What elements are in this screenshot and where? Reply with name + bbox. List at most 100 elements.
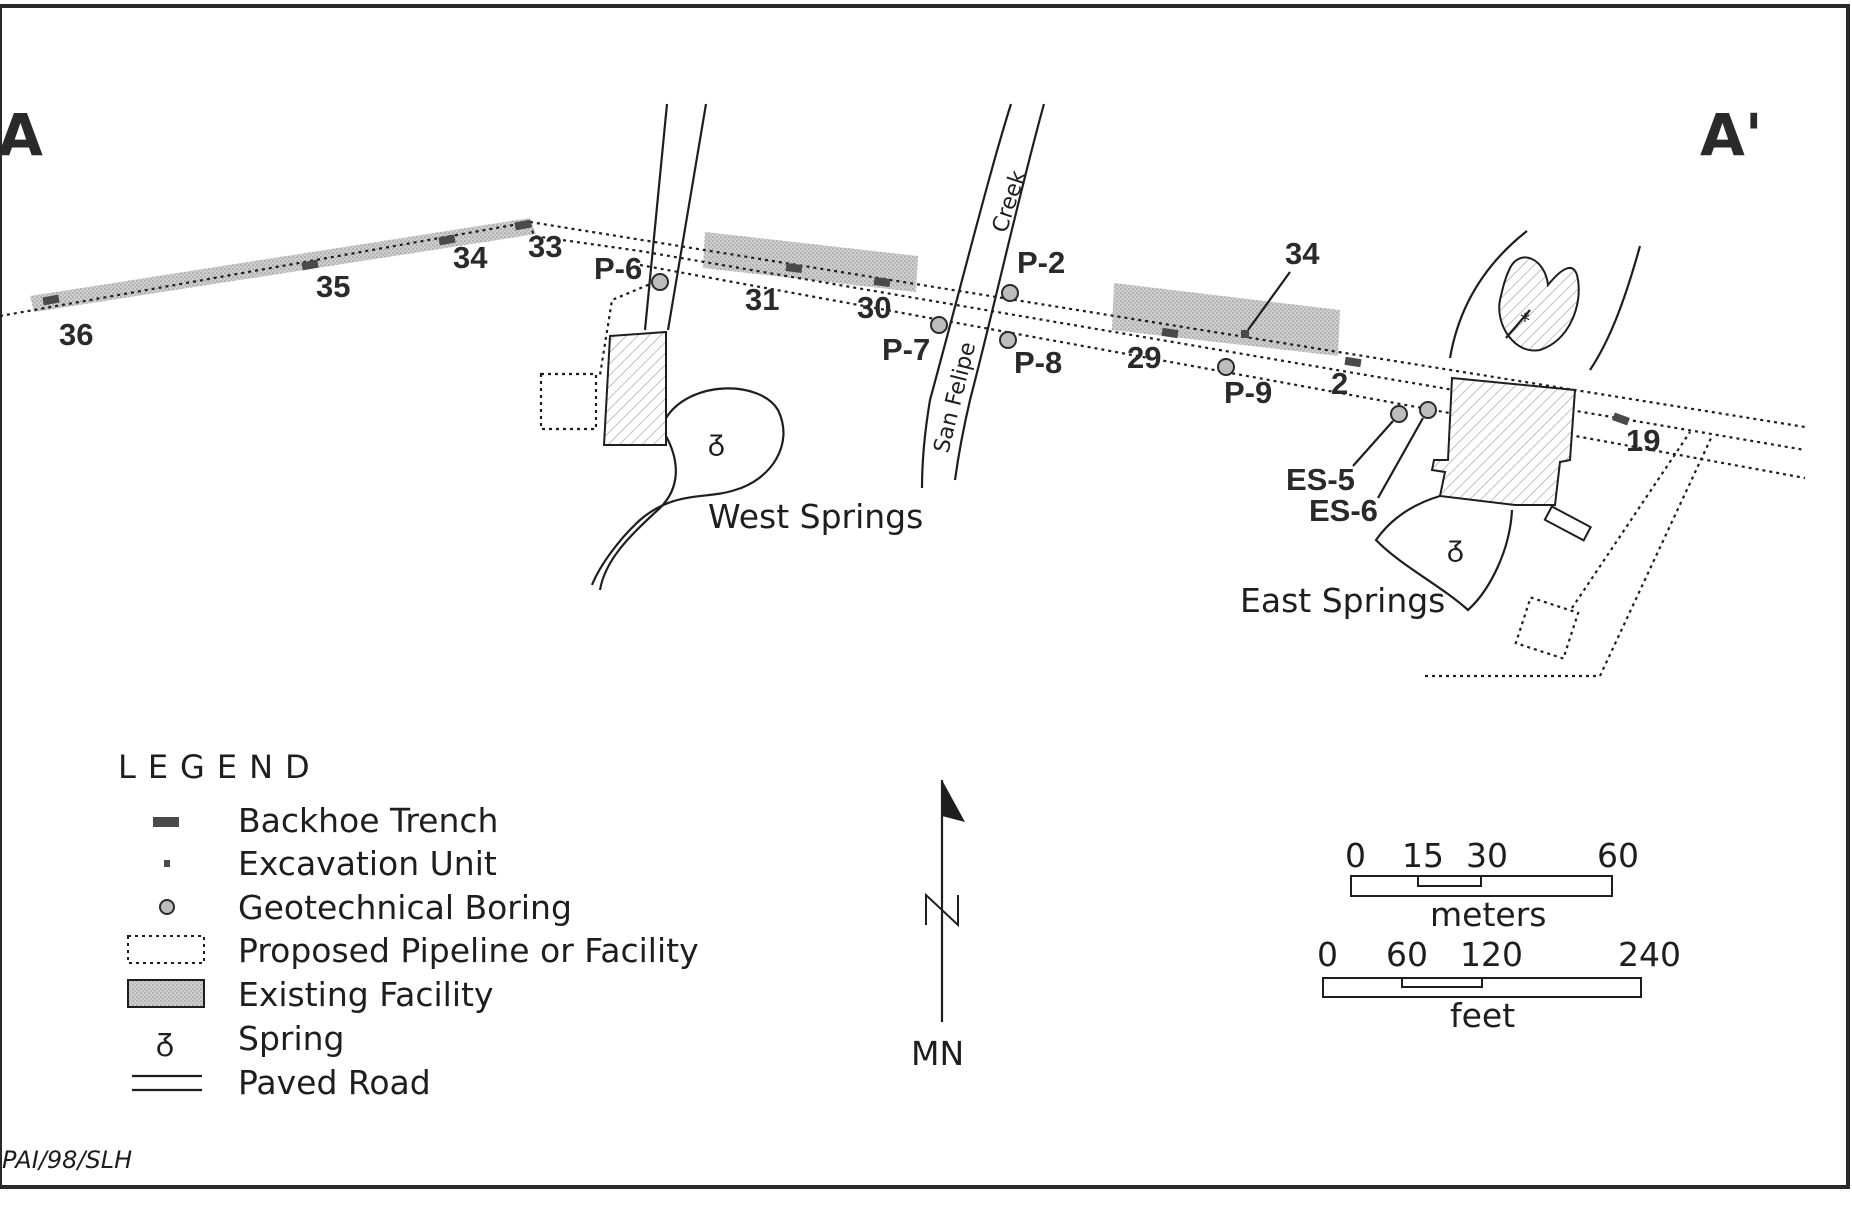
north-arrow-head-icon [942, 780, 965, 822]
scale-meters-tick-60: 60 [1597, 836, 1639, 875]
pipeline-south-line [639, 263, 1806, 480]
boring-p7 [930, 316, 948, 334]
existing-facility-east-springs [1430, 376, 1577, 506]
excavation-unit-symbol-icon [164, 860, 170, 867]
road-east-edge [666, 103, 708, 331]
boring-label-es5: ES-5 [1286, 462, 1355, 497]
creek-east-bank [953, 103, 1046, 481]
proposed-spur-east-2 [1599, 435, 1713, 677]
trench-label-31: 31 [745, 282, 779, 317]
san-felipe-creek [920, 103, 1046, 489]
existing-facility-west-springs [602, 330, 667, 446]
trench-label-29: 29 [1127, 340, 1161, 375]
legend-title: LEGEND [118, 748, 322, 786]
spring-symbol-west: ᵹ [708, 423, 725, 458]
scale-meters-tick-15: 15 [1402, 836, 1444, 875]
trench-label-34-west: 34 [453, 240, 488, 275]
trench-29 [1161, 327, 1179, 339]
stippled-box-symbol-icon [127, 979, 205, 1008]
scale-meters-tick-0: 0 [1345, 836, 1366, 875]
trench-symbol-icon [153, 817, 179, 827]
scale-meters-unit: meters [1430, 895, 1546, 934]
north-arrow-n-glyph [925, 892, 959, 928]
boring-label-p8: P-8 [1014, 345, 1062, 380]
dotted-box-symbol-icon [127, 935, 205, 964]
map-border [0, 4, 1850, 1189]
geotechnical-borings [651, 273, 1437, 499]
trench-35 [301, 259, 319, 271]
boring-es5-leader [1352, 420, 1394, 467]
existing-facility-mid-segment [703, 232, 918, 292]
legend-label-paved-road: Paved Road [238, 1063, 431, 1102]
legend-label-trench: Backhoe Trench [238, 801, 498, 840]
scale-bar-meters: 0 15 30 60 meters [1345, 836, 1639, 934]
boring-labels: P-6 P-2 P-7 P-8 P-9 ES-5 ES-6 [594, 245, 1378, 528]
boring-label-p9: P-9 [1224, 375, 1272, 410]
trench-31 [785, 263, 803, 273]
trench-labels: 36 35 34 33 31 30 29 34 2 19 [59, 229, 1660, 458]
scale-feet-tick-120: 120 [1460, 935, 1523, 974]
scale-feet-unit: feet [1450, 996, 1515, 1035]
proposed-spur-east-1 [1571, 431, 1691, 609]
north-arrow-label: MN [911, 1034, 964, 1073]
proposed-facility-east [1514, 596, 1580, 660]
trench-label-34-east: 34 [1285, 236, 1320, 271]
west-springs-outline-north [590, 387, 785, 586]
boring-symbol-icon [159, 899, 175, 915]
legend-label-excavation: Excavation Unit [238, 844, 497, 883]
pipeline-north-line [529, 220, 1806, 429]
creek-west-bank [920, 103, 1013, 489]
boring-label-p6: P-6 [594, 251, 642, 286]
section-end-label: A' [1700, 101, 1763, 169]
east-springs-area: * ᵹ [1374, 230, 1713, 678]
east-springs-label: East Springs [1240, 581, 1445, 620]
boring-label-p7: P-7 [882, 332, 930, 367]
road-east-north-edge [1448, 230, 1528, 359]
spring-symbol-icon: ᵹ [156, 1020, 174, 1058]
trench-label-19: 19 [1626, 423, 1660, 458]
north-arrow: MN [911, 780, 965, 1073]
proposed-facility-west [539, 372, 598, 431]
boring-es6-leader [1377, 417, 1424, 499]
trench-34-west [438, 234, 456, 246]
trench-19 [1612, 412, 1630, 426]
trench-label-33: 33 [528, 229, 562, 264]
road-east-south-edge [1589, 245, 1642, 371]
trench-label-30: 30 [857, 290, 891, 325]
trench-label-36: 36 [59, 317, 93, 352]
pond-marker: * [1520, 309, 1530, 333]
trench-2 [1344, 356, 1362, 368]
legend: LEGEND Backhoe Trench Excavation Unit Ge… [118, 748, 699, 1102]
map-credit: PAI/98/SLH [2, 1146, 132, 1174]
creek-label-part1: San Felipe [930, 340, 982, 456]
scale-bar-feet: 0 60 120 240 feet [1317, 935, 1681, 1035]
trench-33 [514, 219, 532, 231]
scale-feet-tick-60: 60 [1386, 935, 1428, 974]
scale-feet-tick-240: 240 [1618, 935, 1681, 974]
west-springs-outline-south [598, 435, 677, 591]
boring-label-es6: ES-6 [1309, 493, 1378, 528]
legend-label-existing: Existing Facility [238, 975, 494, 1014]
existing-facility-east-segment [1112, 283, 1340, 356]
scale-meters-tick-30: 30 [1466, 836, 1508, 875]
spring-symbol-east: ᵹ [1447, 529, 1464, 564]
trench-30 [873, 277, 891, 287]
road-west-edge [643, 103, 669, 331]
legend-label-proposed: Proposed Pipeline or Facility [238, 931, 699, 970]
backhoe-trenches [42, 219, 1630, 426]
scale-feet-tick-0: 0 [1317, 935, 1338, 974]
boring-p8 [999, 331, 1017, 349]
west-springs-area: ᵹ [539, 103, 785, 591]
trench-34-east [1241, 330, 1249, 338]
small-facility-east [1543, 505, 1593, 542]
boring-p6 [651, 273, 669, 291]
trench-label-35: 35 [316, 269, 350, 304]
boring-es6 [1419, 401, 1437, 419]
boring-p9 [1217, 358, 1235, 376]
west-springs-label: West Springs [708, 497, 923, 536]
boring-p2 [1001, 284, 1019, 302]
boring-label-p2: P-2 [1017, 245, 1065, 280]
east-springs-outline [1374, 494, 1514, 612]
